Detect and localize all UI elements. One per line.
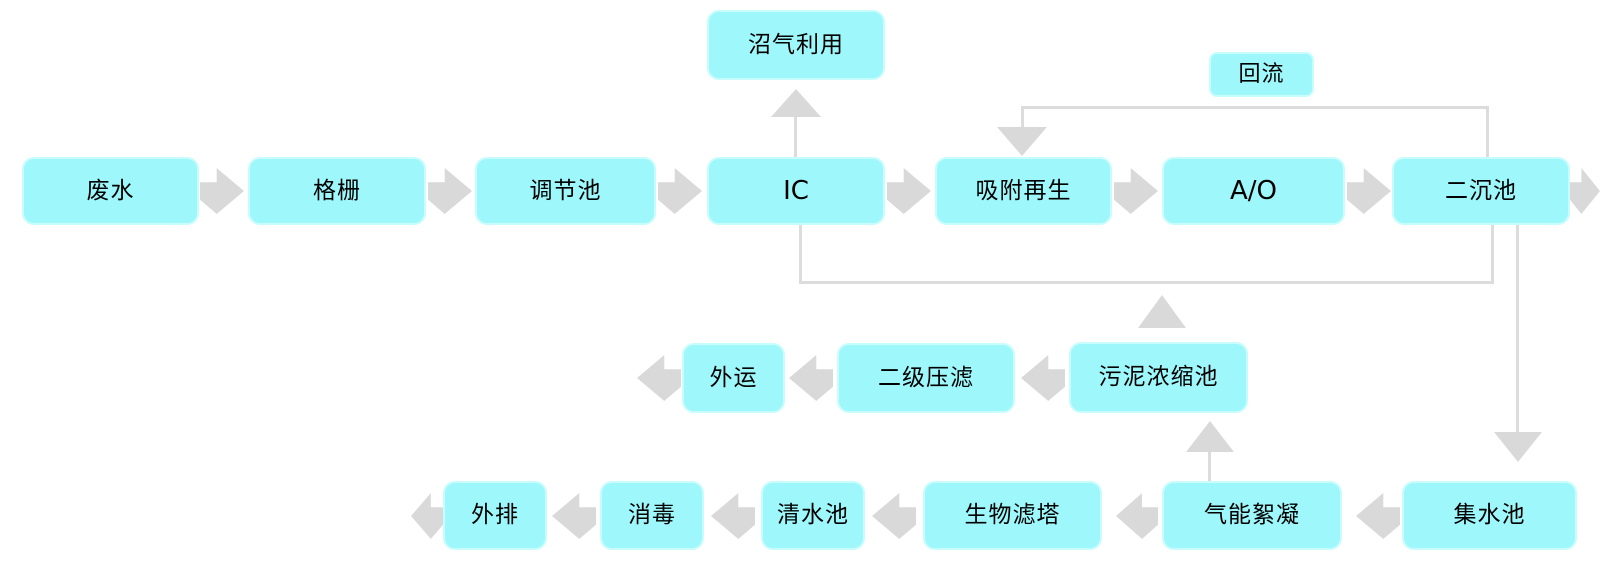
node-bar-screen: 格栅: [248, 157, 426, 225]
flow-arrow-wastewater-to-bar-screen: [200, 168, 244, 214]
node-bio-filter-tower: 生物滤塔: [923, 481, 1102, 550]
node-collection-tank: 集水池: [1402, 481, 1577, 550]
connector-ic-to-biogas-line: [794, 116, 797, 157]
connector-ic-to-biogas-arrowhead-up: [771, 89, 821, 117]
flow-arrow-regulating-tank-to-ic: [658, 168, 702, 214]
connector-ic-sludge-drop: [799, 225, 802, 284]
connector-reflux-riser-from-clarifier: [1486, 106, 1489, 157]
connector-reflux-arrowhead-down: [997, 127, 1047, 156]
connector-thickener-arrowhead-up: [1138, 295, 1186, 328]
node-wastewater: 废水: [22, 157, 199, 225]
flow-arrow-discharge-exit: [411, 493, 443, 539]
flow-arrow-ao-to-secondary-clarifier: [1347, 168, 1391, 214]
flow-arrow-ic-to-adsorption: [887, 168, 931, 214]
connector-reflux-horizontal-line: [1021, 106, 1489, 109]
flow-arrow-bar-screen-to-regulating-tank: [428, 168, 472, 214]
flow-arrow-secondary-clarifier-exit: [1570, 168, 1600, 214]
flow-arrow-disinfection-to-discharge: [552, 493, 596, 539]
flow-arrow-collection-tank-to-flocculation: [1356, 493, 1400, 539]
flow-arrow-thickener-to-filter-press: [1021, 355, 1065, 401]
connector-clarifier-sludge-drop: [1491, 225, 1494, 284]
flow-arrow-adsorption-to-ao: [1114, 168, 1158, 214]
node-regulating-tank: 调节池: [475, 157, 656, 225]
connector-reflux-drop-stub: [1021, 106, 1024, 129]
node-gas-flocculation: 气能絮凝: [1162, 481, 1342, 550]
node-sludge-thickener: 污泥浓缩池: [1069, 342, 1248, 413]
node-adsorption-regeneration: 吸附再生: [935, 157, 1112, 225]
node-outward-transport: 外运: [682, 343, 785, 413]
flow-arrow-flocculation-to-bio-filter: [1116, 493, 1158, 539]
node-biogas-utilization: 沼气利用: [707, 10, 885, 80]
node-clean-water-tank: 清水池: [761, 481, 865, 550]
flow-arrow-filter-press-to-outward-transport: [789, 355, 833, 401]
flow-arrow-outward-transport-exit: [637, 355, 681, 401]
node-ic-reactor: IC: [707, 157, 885, 225]
node-discharge: 外排: [443, 481, 547, 550]
connector-clarifier-to-collection-arrowhead-down: [1494, 432, 1542, 462]
connector-flocculation-to-thickener-arrowhead-up: [1186, 421, 1234, 452]
flow-arrow-bio-filter-to-clean-water: [872, 493, 916, 539]
node-secondary-filter-press: 二级压滤: [837, 343, 1015, 413]
node-ao-process: A/O: [1162, 157, 1345, 225]
node-disinfection: 消毒: [600, 481, 704, 550]
connector-clarifier-to-collection-line: [1516, 225, 1519, 435]
connector-sludge-horizontal-line: [799, 281, 1494, 284]
connector-flocculation-to-thickener-line: [1208, 450, 1211, 481]
label-reflux: 回流: [1209, 52, 1314, 97]
node-secondary-clarifier: 二沉池: [1392, 157, 1570, 225]
flow-arrow-clean-water-to-disinfection: [711, 493, 755, 539]
